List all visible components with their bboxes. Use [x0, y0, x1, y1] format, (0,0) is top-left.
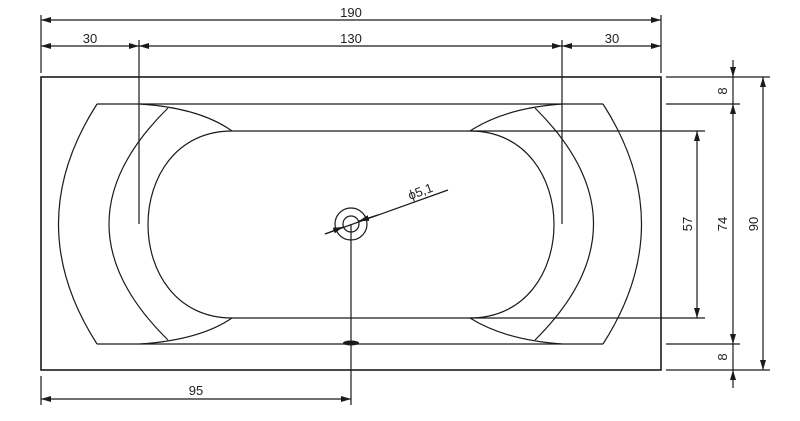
left-rim-label: 30 — [83, 31, 97, 46]
drain-diameter-dim: ϕ5,1 — [324, 180, 449, 235]
tub-rim — [58, 103, 642, 345]
right-dimensions: 8 74 8 57 90 — [470, 60, 770, 388]
top-dimensions: 190 30 130 30 — [40, 5, 662, 224]
inner-length-label: 130 — [340, 31, 362, 46]
right-rim-label: 30 — [605, 31, 619, 46]
drain-offset-label: 95 — [189, 383, 203, 398]
drain-diameter-label: ϕ5,1 — [406, 180, 435, 203]
overall-width-label: 90 — [746, 217, 761, 231]
overflow-mark — [343, 340, 359, 346]
overall-length-label: 190 — [340, 5, 362, 20]
top-margin-label: 8 — [715, 87, 730, 94]
drain — [334, 207, 368, 405]
inner-width-label: 74 — [715, 217, 730, 231]
bottom-dimension: 95 — [40, 376, 351, 405]
bottom-margin-label: 8 — [715, 353, 730, 360]
basin-width-label: 57 — [680, 217, 695, 231]
